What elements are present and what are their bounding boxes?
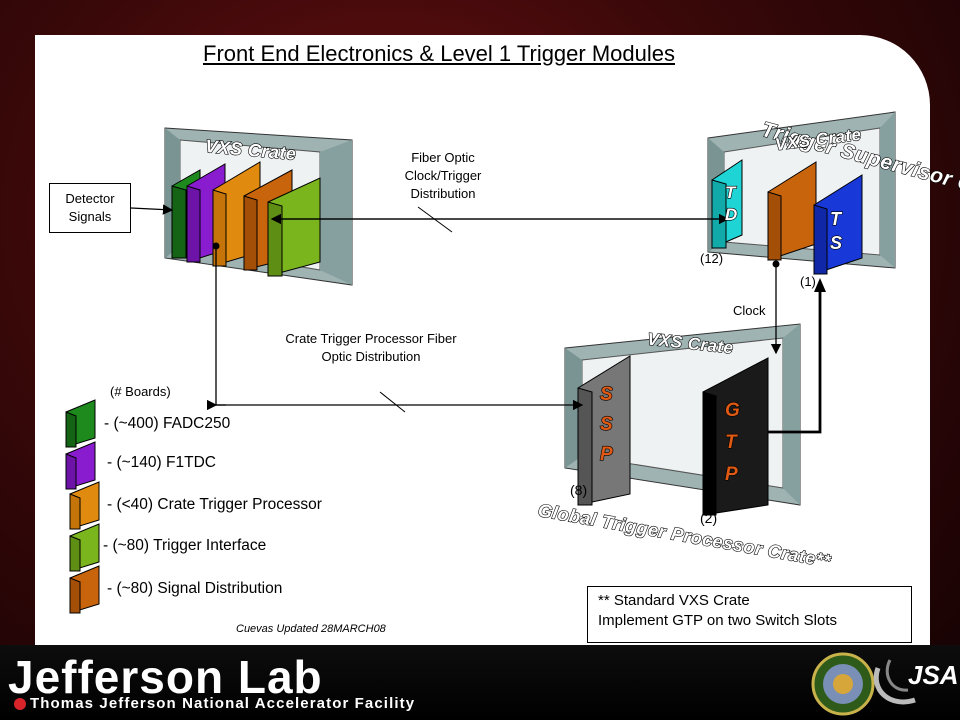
legend-header: (# Boards)	[110, 384, 171, 399]
count-gtp: (2)	[700, 510, 718, 526]
legend-icons	[65, 399, 100, 614]
count-ts: (1)	[800, 274, 816, 289]
board-ts	[813, 174, 863, 275]
detector-signals-box: Detector Signals	[49, 183, 131, 233]
doe-seal-icon	[811, 652, 875, 716]
legend-icon-sd	[69, 565, 100, 614]
note-box: ** Standard VXS Crate Implement GTP on t…	[587, 586, 912, 643]
page-title: Front End Electronics & Level 1 Trigger …	[203, 41, 676, 66]
count-td: (12)	[700, 251, 724, 266]
fiber-optic-label: Fiber Optic Clock/Trigger Distribution	[404, 150, 482, 201]
legend-icon-f1tdc	[65, 441, 96, 490]
jefferson-lab-logo-text: Jefferson Lab	[8, 651, 323, 703]
board-td	[711, 159, 743, 249]
ssp-board-label: S S P	[599, 383, 614, 465]
credit-text: Cuevas Updated 28MARCH08	[236, 623, 386, 635]
legend-item-sd: - (~80) Signal Distribution	[107, 580, 283, 597]
count-ssp: (8)	[570, 482, 588, 498]
trigger-supervisor-crate	[707, 111, 896, 275]
legend-icon-ti	[69, 523, 100, 572]
footer-bar	[0, 645, 960, 720]
jsa-logo-text: JSA	[908, 660, 959, 690]
legend-item-f1tdc: - (~140) F1TDC	[107, 454, 216, 471]
connectors	[130, 204, 826, 434]
legend-item-ctp: - (<40) Crate Trigger Processor	[107, 496, 322, 513]
note-line-2: Implement GTP on two Switch Slots	[598, 612, 837, 629]
vxs-crate-left	[164, 127, 353, 286]
detector-signals-label: Detector Signals	[65, 191, 115, 224]
board-ssp	[577, 355, 631, 506]
jefferson-lab-subtitle: Thomas Jefferson National Accelerator Fa…	[30, 695, 416, 712]
legend-item-ti: - (~80) Trigger Interface	[103, 537, 267, 554]
td-board-label: T D	[724, 182, 738, 224]
ts-board-label: T S	[829, 208, 843, 253]
legend-icon-fadc250	[65, 399, 96, 448]
note-line-1: ** Standard VXS Crate	[598, 592, 750, 609]
gtp-board-label: G T P	[724, 399, 741, 485]
board-gtp	[702, 357, 769, 516]
clock-label: Clock	[733, 303, 766, 318]
legend-icon-ctp	[69, 481, 100, 530]
ctp-fiber-label: Crate Trigger Processor Fiber Optic Dist…	[285, 331, 457, 364]
jefferson-lab-logo-icon	[14, 698, 26, 710]
legend-item-fadc250: - (~400) FADC250	[104, 415, 231, 432]
board-fadc250	[171, 169, 201, 259]
jsa-logo-icon	[873, 659, 916, 705]
